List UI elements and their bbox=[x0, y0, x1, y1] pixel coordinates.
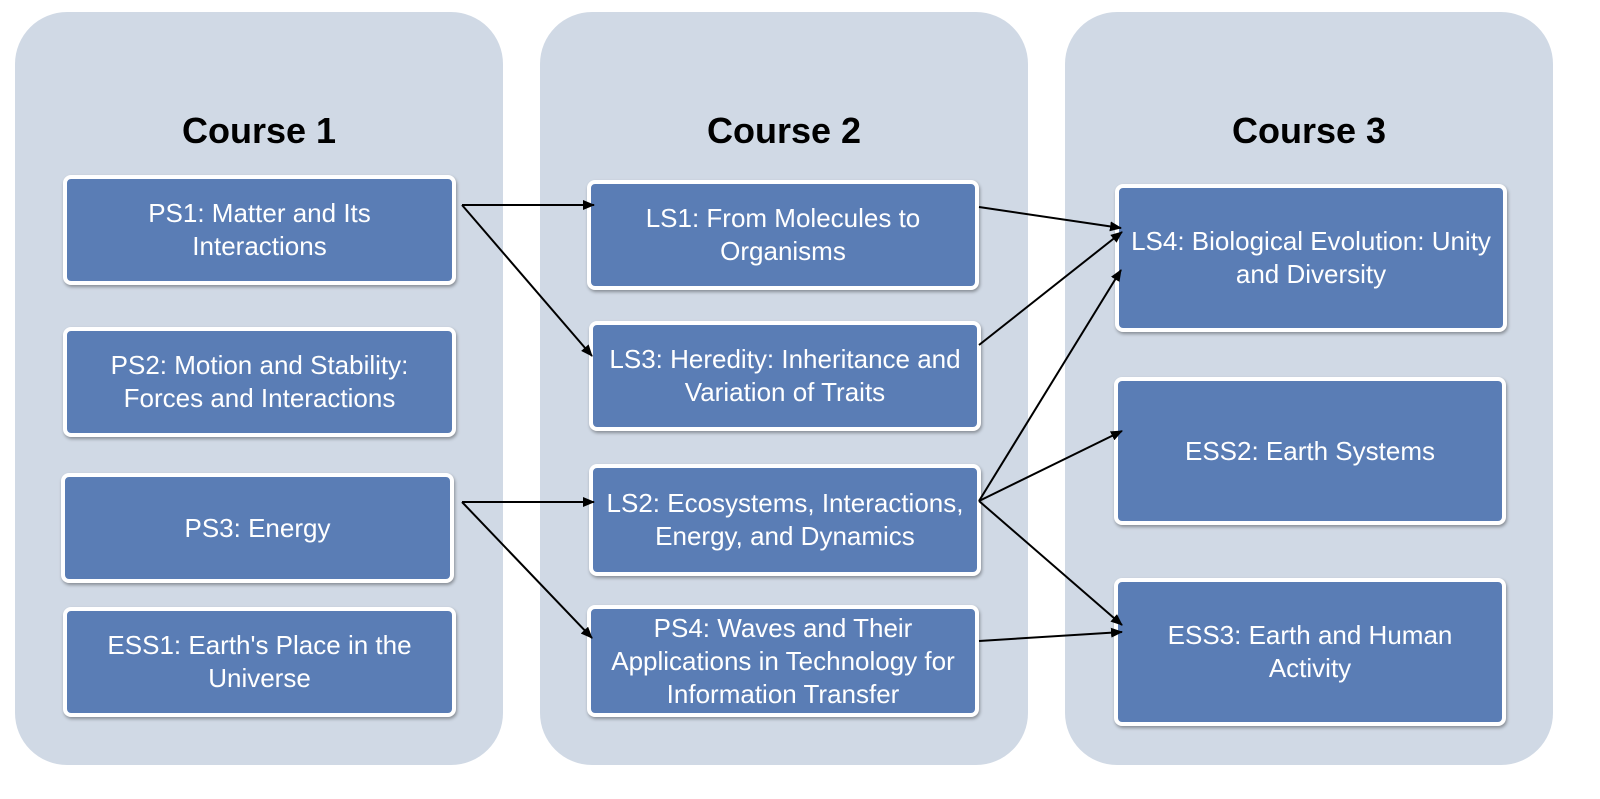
box-ls1-label: LS1: From Molecules to Organisms bbox=[645, 203, 921, 266]
course-2-title: Course 2 bbox=[706, 110, 862, 151]
course-3-title: Course 3 bbox=[1231, 110, 1387, 151]
box-ps4: PS4: Waves and Their Applications in Tec… bbox=[587, 605, 979, 717]
box-ls3: LS3: Heredity: Inheritance and Variation… bbox=[589, 321, 981, 431]
box-ls2: LS2: Ecosystems, Interactions, Energy, a… bbox=[589, 464, 981, 576]
box-ess1: ESS1: Earth's Place in the Universe bbox=[63, 607, 456, 717]
box-ess3-label: ESS3: Earth and Human Activity bbox=[1167, 620, 1453, 683]
box-ls1: LS1: From Molecules to Organisms bbox=[587, 180, 979, 290]
box-ess2-label: ESS2: Earth Systems bbox=[1185, 435, 1435, 466]
box-ls4-label: LS4: Biological Evolution: Unity and Div… bbox=[1131, 226, 1491, 289]
box-ess1-label: ESS1: Earth's Place in the Universe bbox=[107, 630, 412, 693]
box-ps3: PS3: Energy bbox=[61, 473, 454, 583]
box-ess3: ESS3: Earth and Human Activity bbox=[1114, 578, 1506, 726]
box-ps4-label: PS4: Waves and Their Applications in Tec… bbox=[611, 612, 955, 709]
box-ps1-label: PS1: Matter and Its Interactions bbox=[148, 198, 371, 261]
box-ls3-label: LS3: Heredity: Inheritance and Variation… bbox=[609, 344, 961, 407]
box-ls2-label: LS2: Ecosystems, Interactions, Energy, a… bbox=[606, 488, 964, 551]
box-ps2: PS2: Motion and Stability: Forces and In… bbox=[63, 327, 456, 437]
box-ps2-label: PS2: Motion and Stability: Forces and In… bbox=[110, 350, 409, 413]
box-ps3-label: PS3: Energy bbox=[184, 512, 331, 543]
box-ess2: ESS2: Earth Systems bbox=[1114, 377, 1506, 525]
box-ls4: LS4: Biological Evolution: Unity and Div… bbox=[1115, 184, 1507, 332]
box-ps1: PS1: Matter and Its Interactions bbox=[63, 175, 456, 285]
course-1-title: Course 1 bbox=[181, 110, 337, 151]
